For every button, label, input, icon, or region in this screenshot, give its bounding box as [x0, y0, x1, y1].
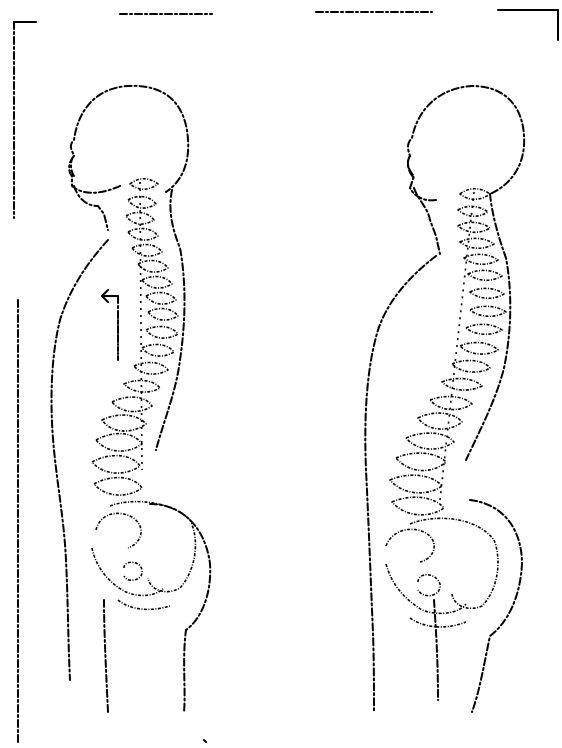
- left-body-profile: [52, 86, 211, 712]
- right-back-line: [466, 194, 510, 460]
- right-leg-line: [434, 600, 438, 700]
- left-leg-line: [104, 600, 108, 712]
- right-vertebral-column: [390, 189, 506, 515]
- right-pelvis: [386, 518, 498, 627]
- left-pelvis: [92, 502, 195, 610]
- right-body-profile: [365, 86, 524, 712]
- frame-lines: [14, 10, 558, 745]
- left-head-outline: [69, 86, 188, 193]
- right-buttock: [470, 500, 522, 712]
- right-front-torso: [365, 256, 436, 712]
- right-face: [408, 156, 440, 254]
- left-front-torso: [52, 240, 108, 680]
- left-vertebral-column: [92, 179, 178, 495]
- posture-arrow-icon: [102, 290, 118, 360]
- right-head-outline: [408, 86, 524, 200]
